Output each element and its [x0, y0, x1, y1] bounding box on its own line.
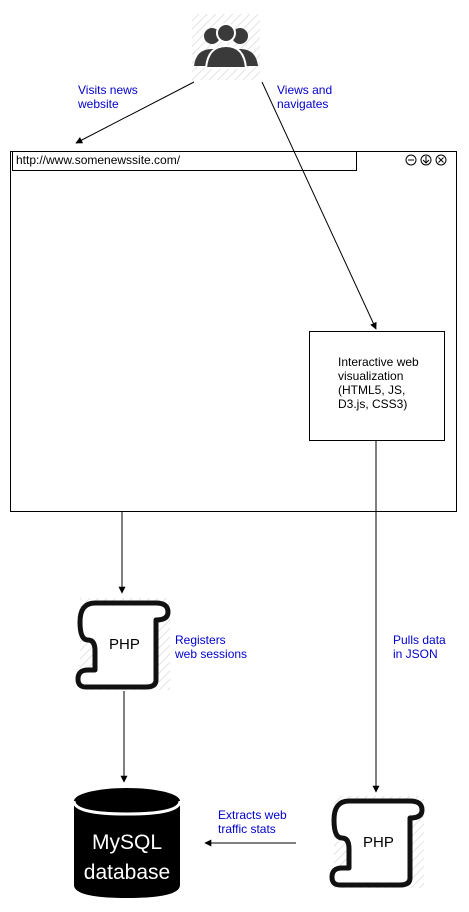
- visualization-label: Interactive web visualization (HTML5, JS…: [338, 355, 419, 411]
- visualization-box: [309, 331, 445, 441]
- php-script-icon-right: [329, 796, 425, 888]
- users-group-icon: [192, 14, 260, 80]
- label-views: Views and navigates: [277, 83, 333, 111]
- mysql-database-icon: [72, 788, 182, 898]
- download-icon[interactable]: [420, 154, 432, 166]
- php-label-left: PHP: [109, 636, 140, 653]
- database-label-line2: database: [83, 861, 171, 884]
- label-visits: Visits news website: [78, 83, 138, 111]
- arrow-views: [261, 81, 377, 330]
- label-pulls: Pulls data in JSON: [393, 633, 446, 661]
- close-icon[interactable]: [435, 154, 447, 166]
- url-text[interactable]: http://www.somenewssite.com/: [16, 153, 181, 167]
- label-extracts: Extracts web traffic stats: [218, 808, 287, 836]
- label-registers: Registers web sessions: [175, 633, 248, 661]
- minimize-icon[interactable]: [405, 154, 417, 166]
- php-script-icon-left: [75, 598, 171, 690]
- address-bar: [12, 151, 357, 171]
- arrow-visits: [75, 81, 195, 144]
- php-label-right: PHP: [363, 834, 394, 851]
- database-label-line1: MySQL: [91, 831, 162, 854]
